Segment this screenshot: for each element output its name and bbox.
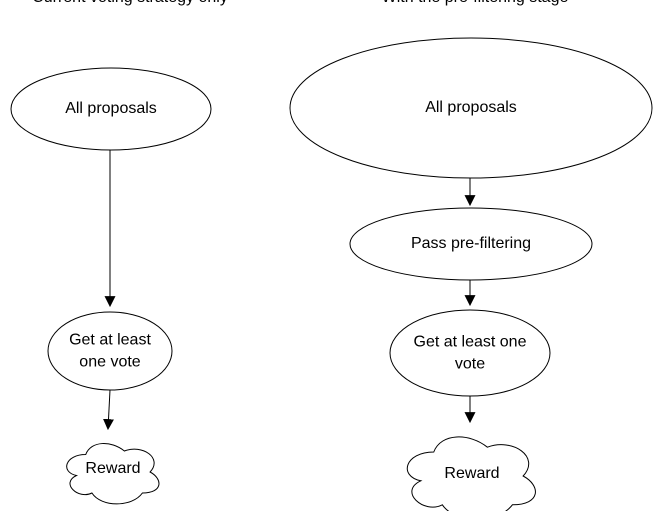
cloud-reward-right	[406, 436, 536, 511]
label-reward-right: Reward	[444, 465, 500, 483]
ellipse-all-proposals-right	[289, 37, 653, 179]
cloud-reward-left	[66, 443, 160, 505]
ellipse-pass-prefiltering	[349, 207, 593, 281]
ellipse-all-proposals-left	[10, 67, 212, 151]
label-all-proposals-left: All proposals	[65, 100, 157, 118]
label-get-vote-right: Get at least one vote	[413, 333, 527, 372]
label-get-vote-left: Get at least one vote	[69, 331, 151, 370]
label-all-proposals-right: All proposals	[425, 99, 517, 117]
label-pass-prefiltering: Pass pre-filtering	[410, 235, 532, 253]
label-reward-left: Reward	[85, 460, 141, 478]
column-title-right: With the pre-filtering stage	[382, 0, 569, 7]
arrow-left-vote-to-reward	[103, 389, 114, 431]
column-title-left: Current voting strategy only	[32, 0, 228, 7]
